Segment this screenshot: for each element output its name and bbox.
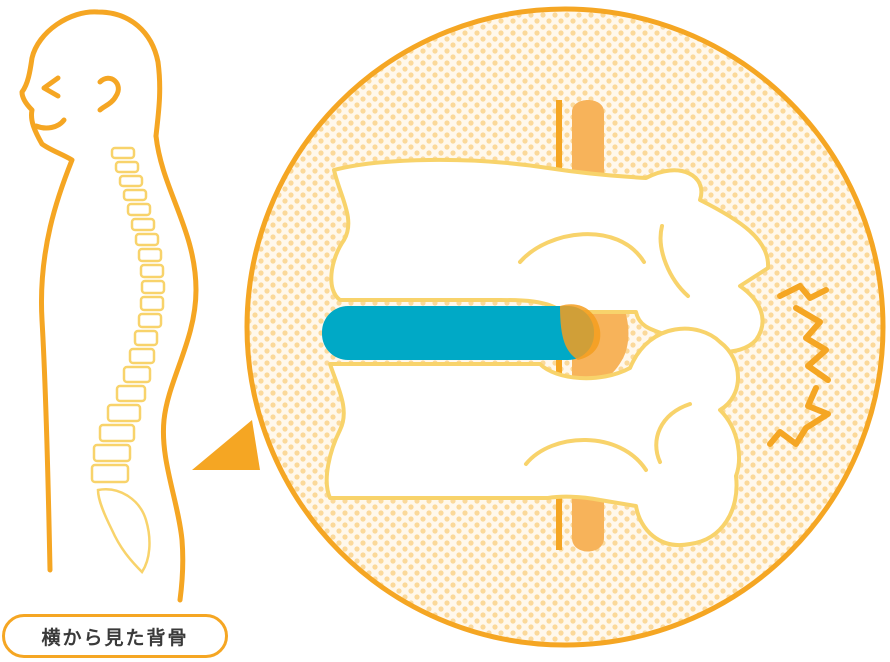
intervertebral-disc [322,306,594,360]
eye-mark [44,78,58,96]
body-outline-back [156,136,196,600]
callout-pointer [192,420,260,470]
mouth-mark [36,120,64,128]
magnified-view [247,9,883,645]
caption-label: 横から見た背骨 [41,623,188,650]
body-outline-front [22,12,160,570]
caption-badge: 横から見た背骨 [2,614,228,658]
spine-column [92,148,164,572]
ear-mark [100,78,118,110]
human-profile [22,12,196,600]
